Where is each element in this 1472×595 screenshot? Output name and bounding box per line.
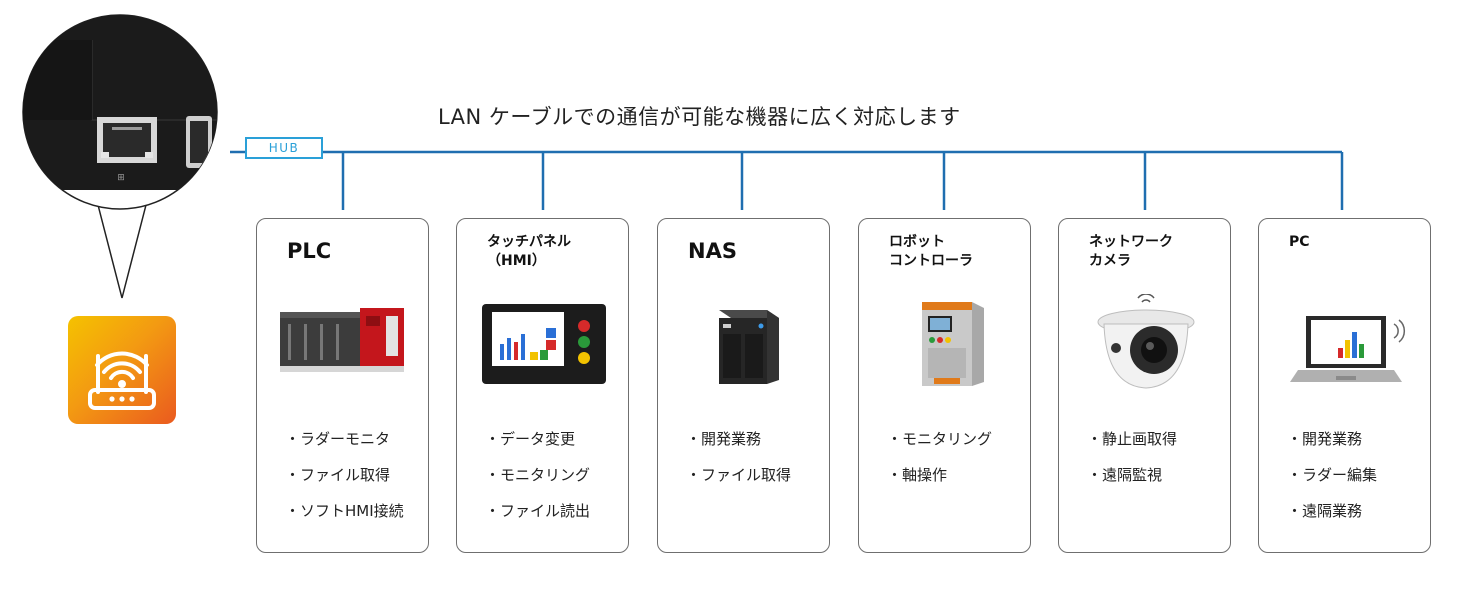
feature-item: ・ラダー編集 <box>1287 466 1378 484</box>
feature-list: ・ラダーモニタ ・ファイル取得 ・ソフトHMI接続 <box>285 421 404 529</box>
network-lines <box>230 150 1344 210</box>
headline: LAN ケーブルでの通信が可能な機器に広く対応します <box>438 105 961 129</box>
feature-item: ・データ変更 <box>485 430 576 448</box>
device-card-plc: PLC ・ラダーモニタ ・ファイル取得 ・ソフトHMI接続 <box>256 218 429 553</box>
feature-item: ・モニタリング <box>887 430 993 448</box>
device-card-robot-controller: ロボット コントローラ ・モニタリング ・軸操作 <box>858 218 1031 553</box>
feature-list: ・開発業務 ・ファイル取得 <box>686 421 791 493</box>
hub-badge: HUB <box>245 137 323 159</box>
feature-item: ・ファイル読出 <box>485 502 591 520</box>
nas-icon <box>719 310 779 384</box>
network-camera-icon <box>1097 294 1195 389</box>
robot-controller-icon <box>922 302 984 386</box>
feature-item: ・軸操作 <box>887 466 948 484</box>
card-title: PC <box>1289 234 1310 250</box>
device-card-nas: NAS ・開発業務 ・ファイル取得 <box>657 218 830 553</box>
touch-panel-icon <box>482 304 606 384</box>
card-title: PLC <box>287 239 332 263</box>
feature-list: ・静止画取得 ・遠隔監視 <box>1087 421 1177 493</box>
feature-item: ・開発業務 <box>1287 430 1363 448</box>
device-card-touch-panel: タッチパネル （HMI） ・データ変更 ・モニタリング ・ファイル読出 <box>456 218 629 553</box>
feature-item: ・モニタリング <box>485 466 591 484</box>
card-title: ロボット コントローラ <box>889 234 973 269</box>
card-title: ネットワーク カメラ <box>1089 234 1173 269</box>
feature-item: ・ファイル取得 <box>686 466 792 484</box>
feature-list: ・データ変更 ・モニタリング ・ファイル読出 <box>485 421 590 529</box>
feature-list: ・モニタリング ・軸操作 <box>887 421 992 493</box>
wifi-router-icon <box>68 316 176 424</box>
feature-item: ・開発業務 <box>686 430 762 448</box>
feature-item: ・静止画取得 <box>1087 430 1178 448</box>
feature-list: ・開発業務 ・ラダー編集 ・遠隔業務 <box>1287 421 1377 529</box>
ethernet-port-icon: ⊞ <box>97 117 157 183</box>
feature-item: ・遠隔業務 <box>1287 502 1363 520</box>
laptop-icon <box>1290 316 1406 382</box>
feature-item: ・遠隔監視 <box>1087 466 1163 484</box>
plc-icon <box>280 308 404 372</box>
card-title: NAS <box>688 239 737 263</box>
device-card-network-camera: ネットワーク カメラ ・静止画取得 ・遠隔監視 <box>1058 218 1231 553</box>
feature-item: ・ラダーモニタ <box>285 430 391 448</box>
lan-port-callout: ⊞ <box>22 14 218 299</box>
svg-text:⊞: ⊞ <box>117 173 125 183</box>
feature-item: ・ソフトHMI接続 <box>285 502 404 520</box>
device-card-pc: PC ・開発業務 ・ラダー編集 ・遠隔業務 <box>1258 218 1431 553</box>
usb-port-icon <box>186 116 212 168</box>
card-title: タッチパネル （HMI） <box>487 234 571 269</box>
feature-item: ・ファイル取得 <box>285 466 391 484</box>
